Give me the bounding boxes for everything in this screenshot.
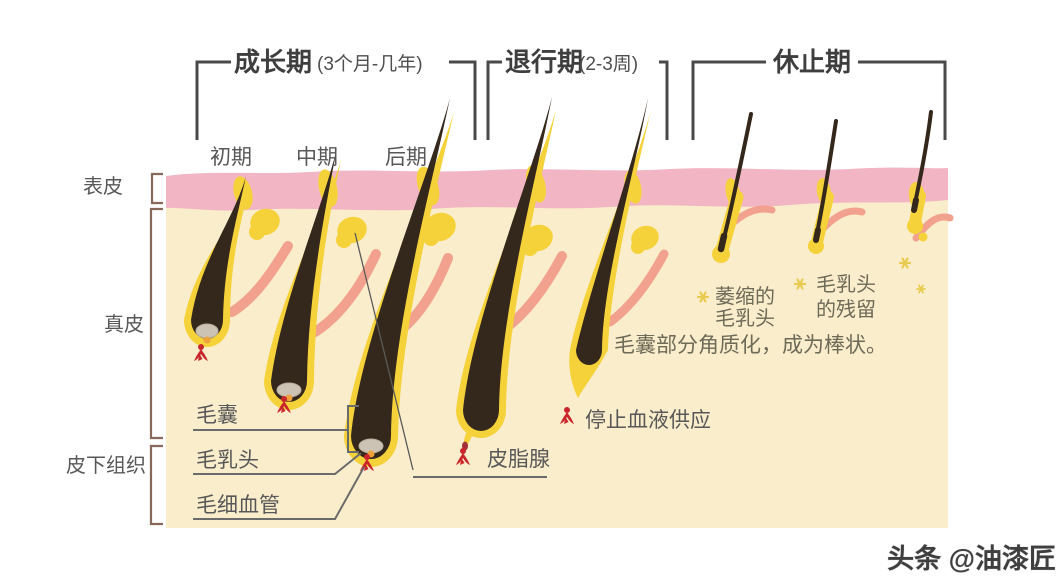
layer-epidermis-label: 表皮 <box>83 175 123 198</box>
phase-growth-duration: (3个月-几年) <box>317 53 423 75</box>
callout-papilla-label: 毛乳头 <box>196 449 259 472</box>
hair-anagen-early <box>191 176 246 339</box>
watermark: 头条 @油漆匠 <box>887 544 1056 574</box>
layer-subcutaneous-label: 皮下组织 <box>66 454 146 477</box>
phase-regression-label: 退行期 <box>505 47 583 77</box>
regression-bracket-left <box>486 60 502 140</box>
callout-follicle-label: 毛囊 <box>196 404 238 427</box>
resting-bracket-left <box>691 60 766 140</box>
papilla-underline <box>193 452 362 475</box>
note-remnant-line2: 的残留 <box>816 298 876 321</box>
callout-capillary-label: 毛细血管 <box>196 494 280 517</box>
growth-bracket-right <box>449 60 477 140</box>
hair-telogen-2 <box>813 119 838 243</box>
hair-anagen-late <box>351 98 450 459</box>
layer-dermis-label: 真皮 <box>104 313 144 336</box>
note-keratinization: 毛囊部分角质化，成为棒状。 <box>614 334 887 357</box>
note-atrophied-line2: 毛乳头 <box>715 307 775 330</box>
hair-catagen-2 <box>576 98 648 365</box>
subcutaneous-bracket <box>149 444 163 526</box>
dermis-bracket <box>149 207 163 440</box>
callout-sebaceous-label: 皮脂腺 <box>487 448 550 471</box>
epidermis-band <box>166 167 948 211</box>
resting-bracket-right <box>858 60 947 140</box>
hair-anagen-middle <box>271 148 337 402</box>
phase-brackets <box>195 60 947 140</box>
sebaceous-glands <box>249 208 659 256</box>
regression-bracket-right <box>659 60 669 140</box>
hair-telogen-1 <box>717 112 753 253</box>
growth-bracket-left <box>195 60 231 140</box>
skin-layer-brackets <box>149 172 163 526</box>
follicle-range-bracket <box>347 405 359 453</box>
note-atrophied-line1: 萎缩的 <box>715 285 775 308</box>
phase-resting-label: 休止期 <box>772 47 851 77</box>
callout-stop-blood-label: 停止血液供应 <box>585 409 711 432</box>
note-remnant-line1: 毛乳头 <box>816 273 876 296</box>
phase-regression-duration: (2-3周) <box>579 54 638 75</box>
hair-telogen-3 <box>911 110 933 213</box>
sebaceous-leader-line <box>354 232 414 471</box>
stage-middle-label: 中期 <box>296 146 338 169</box>
epidermis-bracket <box>150 172 163 205</box>
callout-lines <box>193 232 547 520</box>
capillary-underline <box>193 466 365 520</box>
hair-catagen-1 <box>463 97 552 431</box>
phase-growth-label: 成长期 <box>234 47 312 77</box>
stage-late-label: 后期 <box>385 146 427 169</box>
stage-early-label: 初期 <box>210 146 252 169</box>
